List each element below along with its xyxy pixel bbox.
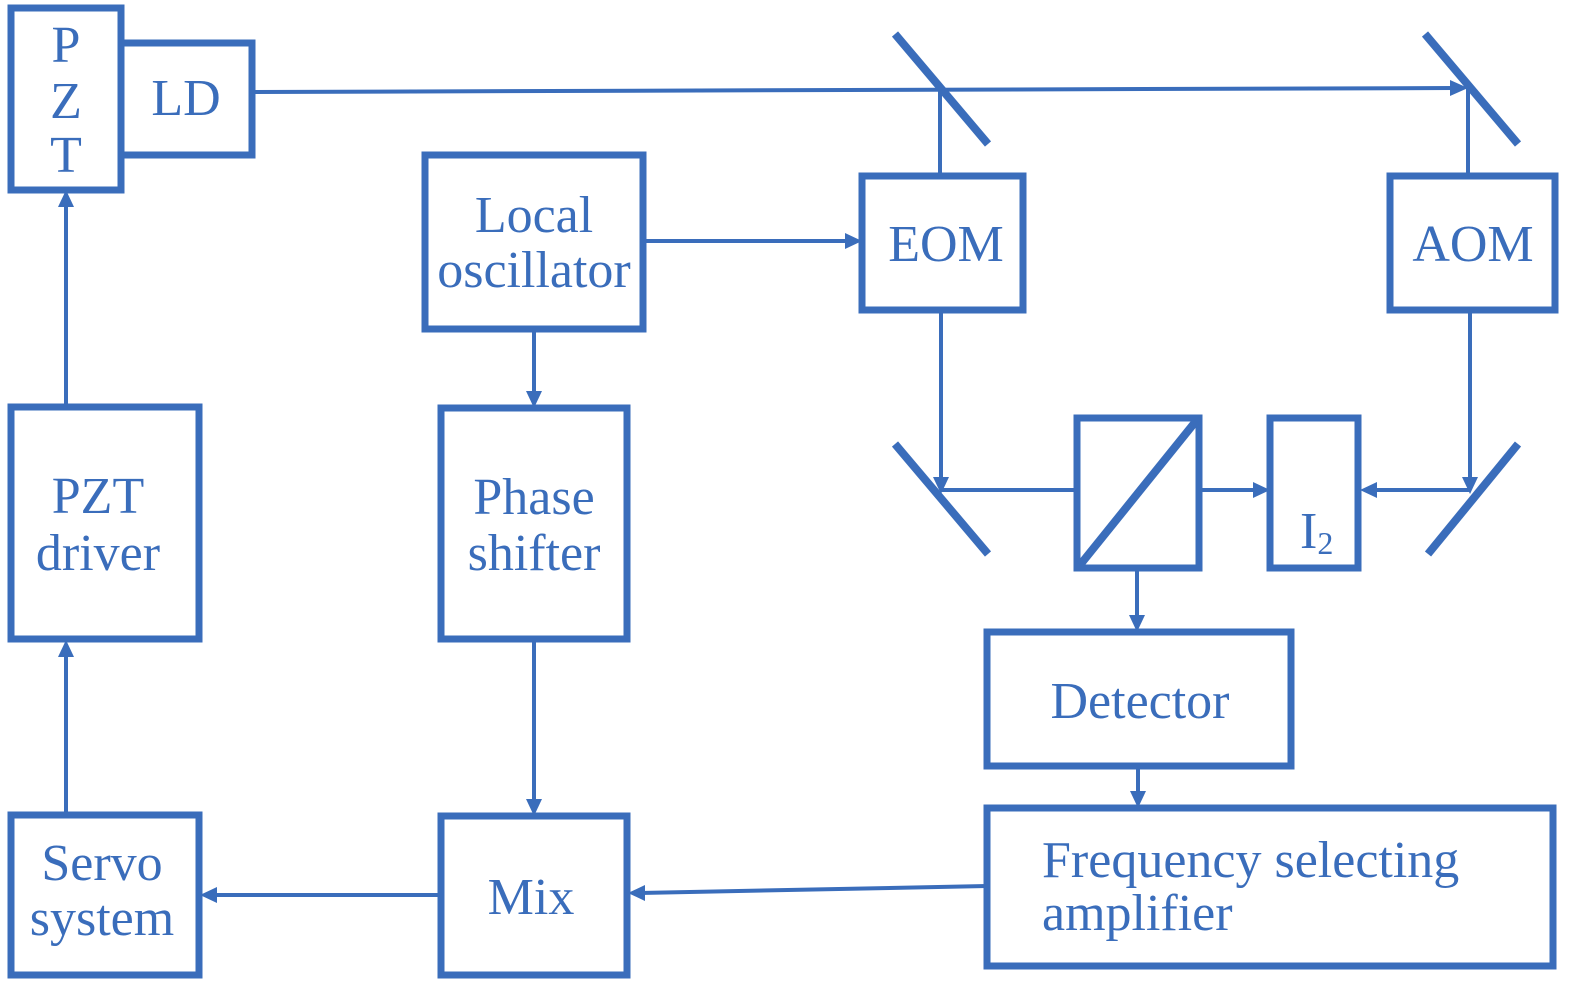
- iodine-cell-block: I2: [1266, 414, 1362, 572]
- arrowhead: [526, 799, 542, 816]
- iodine-cell-subscript: 2: [1317, 525, 1333, 561]
- arrowhead: [526, 391, 542, 408]
- mirror-bottom-right: [1424, 441, 1522, 557]
- mix-label: Mix: [488, 869, 575, 926]
- phase-shifter-label-2: shifter: [468, 525, 601, 582]
- phase-shifter-label-1: Phase: [473, 469, 594, 526]
- detector-label: Detector: [1050, 673, 1229, 730]
- eom-label: EOM: [888, 216, 1004, 273]
- mirror-top-left: [891, 31, 992, 147]
- local-oscillator-block: Local oscillator: [421, 151, 647, 333]
- iodine-cell-symbol: I: [1300, 503, 1317, 560]
- servo-system-block: Servo system: [7, 811, 203, 979]
- beam-splitter: [1073, 414, 1203, 572]
- arrowhead: [1129, 615, 1145, 632]
- local-oscillator-label-2: oscillator: [437, 242, 631, 299]
- pzt-label-t: T: [50, 127, 82, 184]
- amplifier-label-1: Frequency selecting: [1042, 832, 1459, 889]
- beam-splitter-diagonal: [1076, 418, 1200, 568]
- mirror-top-right: [1421, 31, 1522, 147]
- arrowhead: [845, 233, 862, 249]
- arrowhead: [1462, 477, 1478, 494]
- eom-block: EOM: [858, 172, 1027, 314]
- arrowhead: [1130, 791, 1146, 808]
- arrowhead: [58, 640, 74, 657]
- arrowhead: [933, 477, 949, 494]
- pzt-label-z: Z: [50, 73, 82, 130]
- frequency-selecting-amplifier-block: Frequency selecting amplifier: [983, 804, 1557, 970]
- amplifier-label-2: amplifier: [1042, 885, 1233, 942]
- detector-block: Detector: [983, 628, 1295, 770]
- pzt-block: P Z T: [7, 4, 125, 194]
- arrowhead: [1450, 80, 1468, 96]
- ld-block: LD: [117, 39, 256, 159]
- arrowhead: [1253, 482, 1270, 498]
- pzt-driver-label-1: PZT: [52, 468, 144, 525]
- arrowhead: [628, 885, 645, 901]
- mix-block: Mix: [437, 812, 631, 979]
- arrowhead: [58, 190, 74, 207]
- pzt-label-p: P: [52, 17, 81, 74]
- local-oscillator-label-1: Local: [475, 187, 593, 244]
- aom-block: AOM: [1386, 172, 1559, 314]
- arrowhead: [200, 887, 217, 903]
- iodine-cell-label: I2: [1300, 503, 1333, 561]
- line-amp-to-mix: [639, 884, 988, 895]
- mirror-bottom-left: [891, 441, 992, 557]
- ld-label: LD: [151, 70, 220, 127]
- beam-ld-to-aom-mirror: [254, 86, 1456, 94]
- pzt-driver-block: PZT driver: [7, 403, 203, 643]
- phase-shifter-block: Phase shifter: [437, 404, 631, 643]
- servo-system-label-2: system: [30, 890, 174, 947]
- servo-system-label-1: Servo: [41, 835, 162, 892]
- aom-label: AOM: [1412, 216, 1533, 273]
- arrowhead: [1360, 482, 1377, 498]
- pzt-driver-label-2: driver: [36, 525, 160, 582]
